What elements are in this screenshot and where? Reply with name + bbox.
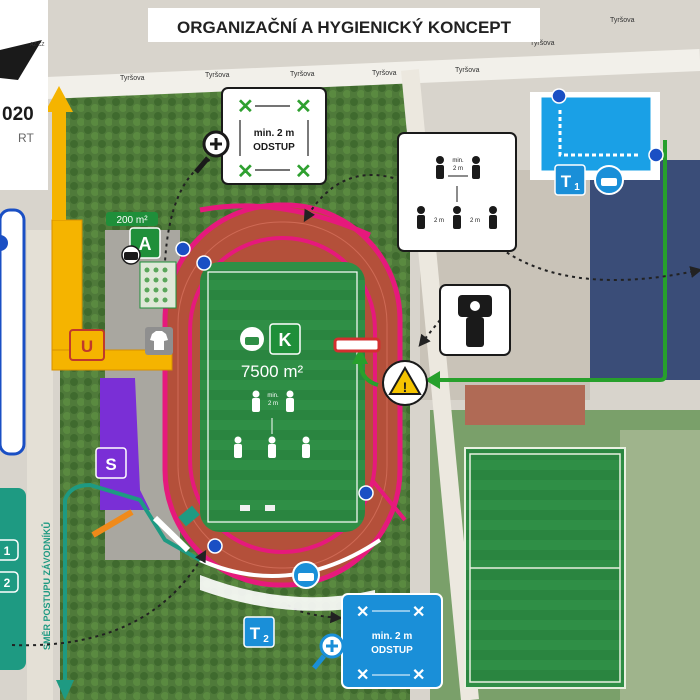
zone-t2-sub: 2	[263, 634, 269, 645]
street-label: Tyršova	[372, 70, 397, 77]
zone-a-area-badge	[106, 212, 158, 226]
page-title: ORGANIZAČNÍ A HYGIENICKÝ KONCEPT	[177, 18, 512, 37]
zone-a-letter: A	[139, 234, 152, 254]
shirt-icon	[145, 327, 173, 355]
street-labels: Tyršova Tyršova Tyršova Tyršova Tyršova …	[120, 17, 635, 82]
zone-s-badge	[95, 447, 127, 479]
road-tyrsova	[0, 49, 700, 101]
svg-text:!: !	[403, 379, 408, 395]
people-box-min: min.	[452, 158, 464, 164]
magnifier-plus-icon[interactable]	[194, 130, 230, 174]
zone-k: K 7500 m² min. 2 m	[234, 323, 310, 458]
zone-t1-sub: 1	[574, 182, 580, 193]
distance-sign-top: ✕ ✕ ✕ ✕ min. 2 m ODSTUP	[221, 87, 327, 185]
teal-route	[63, 482, 201, 690]
header-bar	[148, 8, 540, 42]
street-label: Tyršova	[120, 75, 145, 82]
svg-text:2 m: 2 m	[434, 218, 444, 224]
street-label: Tyršova	[610, 17, 635, 24]
zone-u-badge	[69, 329, 105, 361]
svg-text:✕: ✕	[356, 667, 369, 684]
teal-legend-box	[0, 488, 26, 670]
direction-label: SMĚR POSTUPU ZÁVODNÍKŮ	[41, 522, 52, 650]
url-fragment: AZ.CZ	[30, 42, 44, 48]
zone-k-letter: K	[279, 330, 292, 350]
blue-marker-icons	[175, 88, 664, 554]
svg-text:✕: ✕	[237, 96, 254, 118]
svg-text:✕: ✕	[412, 667, 425, 684]
field-dist: 2 m	[268, 401, 278, 407]
magnifier-plus-icon-bottom[interactable]	[312, 633, 345, 670]
logo-mark	[0, 40, 42, 80]
top-box-line2: ODSTUP	[253, 142, 295, 153]
svg-text:✕: ✕	[237, 161, 254, 183]
bottom-box-line1: min. 2 m	[372, 631, 413, 642]
building-roof	[590, 160, 700, 380]
left-panel	[0, 0, 48, 190]
top-box-line1: min. 2 m	[254, 128, 295, 139]
field-min: min.	[267, 393, 279, 399]
mask-icon	[121, 245, 141, 265]
sub-fragment: RT	[18, 131, 34, 145]
main-field	[200, 262, 365, 532]
green-route	[430, 140, 667, 382]
year-fragment: 020	[2, 104, 34, 125]
zone-k-area: 7500 m²	[241, 362, 304, 381]
street-label: Tyršova	[290, 71, 315, 78]
street-label: Tyršova	[455, 67, 480, 74]
distance-sign-bottom: ✕ ✕ ✕ ✕ min. 2 m ODSTUP	[341, 593, 443, 689]
zone-t1-letter: T	[561, 172, 572, 191]
street-label: Tyršova	[205, 72, 230, 79]
entry-barrier	[333, 337, 381, 353]
side-lot	[620, 430, 700, 700]
left-legend-box	[0, 208, 26, 456]
street-label: Tyršova	[530, 40, 555, 47]
svg-text:✕: ✕	[295, 96, 312, 118]
warning-icon: !	[382, 360, 428, 406]
bottom-box-line2: ODSTUP	[371, 645, 413, 656]
orange-barrier	[91, 509, 134, 538]
zone-t2-letter: T	[250, 624, 261, 643]
legend-number-1: 1	[4, 544, 11, 558]
building-small	[465, 385, 585, 425]
svg-text:2 m: 2 m	[470, 218, 480, 224]
people-box-dist: 2 m	[453, 166, 463, 172]
svg-text:✕: ✕	[356, 604, 369, 621]
zone-t1-badge	[554, 164, 586, 196]
thermometer-sign	[439, 284, 511, 356]
zone-t2-badge	[243, 616, 275, 648]
yellow-route	[52, 110, 66, 220]
people-distance-sign: min. 2 m 2 m 2 m	[397, 132, 517, 252]
yellow-arrow-icon	[45, 86, 73, 112]
zone-s-letter: S	[105, 455, 116, 474]
zone-u-letter: U	[81, 337, 93, 356]
zone-a-area: 200 m²	[116, 215, 148, 226]
legend-number-2: 2	[4, 576, 11, 590]
svg-text:✕: ✕	[412, 604, 425, 621]
pool	[538, 94, 654, 174]
svg-text:✕: ✕	[295, 161, 312, 183]
